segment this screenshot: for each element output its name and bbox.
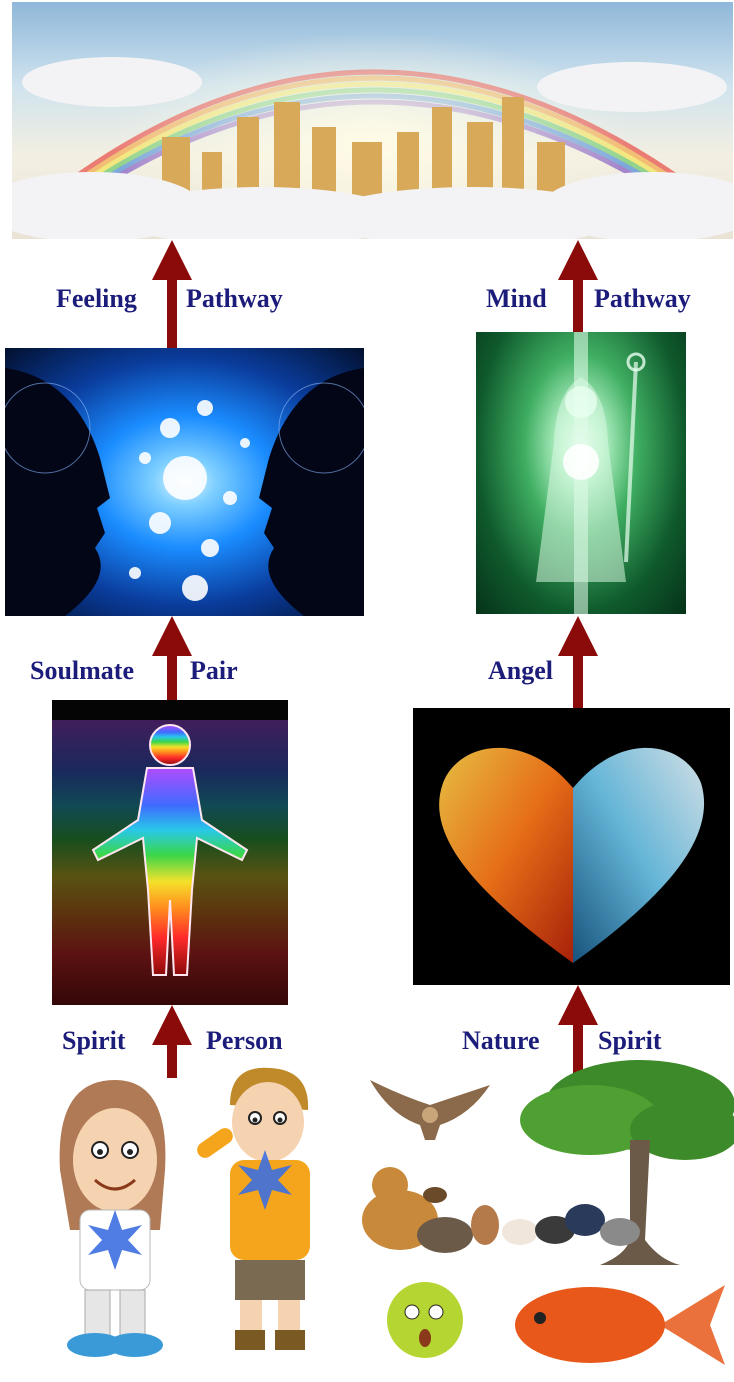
nature-illustration — [340, 1060, 734, 1382]
arrow-up-soulmate-shaft — [167, 654, 177, 700]
arrow-up-angel-head — [558, 616, 598, 656]
label-feeling-pathway: Pathway — [186, 286, 283, 312]
fire-ice-heart-illustration — [413, 708, 730, 985]
label-soulmate: Soulmate — [30, 658, 134, 684]
human-aura-illustration — [52, 700, 288, 1005]
arrow-up-feeling-head — [152, 240, 192, 280]
arrow-up-soulmate-head — [152, 616, 192, 656]
human-aura-image — [52, 700, 288, 1005]
nature-image — [340, 1060, 734, 1382]
angel-illustration — [476, 332, 686, 614]
label-feeling: Feeling — [56, 286, 137, 312]
angel-image — [476, 332, 686, 614]
arrow-up-mind-head — [558, 240, 598, 280]
label-angel: Angel — [488, 658, 553, 684]
arrow-up-feeling-shaft — [167, 278, 177, 348]
label-spirit-person: Spirit — [62, 1028, 126, 1054]
animals — [362, 1167, 640, 1253]
germ — [387, 1282, 463, 1358]
arrow-up-angel-shaft — [573, 654, 583, 708]
label-person: Person — [206, 1028, 283, 1054]
arrow-up-mind-shaft — [573, 278, 583, 333]
owl — [370, 1080, 490, 1140]
label-nature: Nature — [462, 1028, 540, 1054]
soulmate-faces-illustration — [5, 348, 364, 616]
label-pair: Pair — [190, 658, 238, 684]
arrow-up-person-head — [152, 1005, 192, 1045]
label-spirit-nature: Spirit — [598, 1028, 662, 1054]
goldfish — [515, 1285, 725, 1365]
label-mind-pathway: Pathway — [594, 286, 691, 312]
fire-ice-heart-image — [413, 708, 730, 985]
arrow-up-nature-head — [558, 985, 598, 1025]
heavenly-city-image — [12, 2, 733, 239]
soulmate-faces-image — [5, 348, 364, 616]
children-image — [40, 1060, 340, 1380]
heavenly-city-illustration — [12, 2, 733, 239]
label-mind: Mind — [486, 286, 547, 312]
children-illustration — [40, 1060, 340, 1380]
